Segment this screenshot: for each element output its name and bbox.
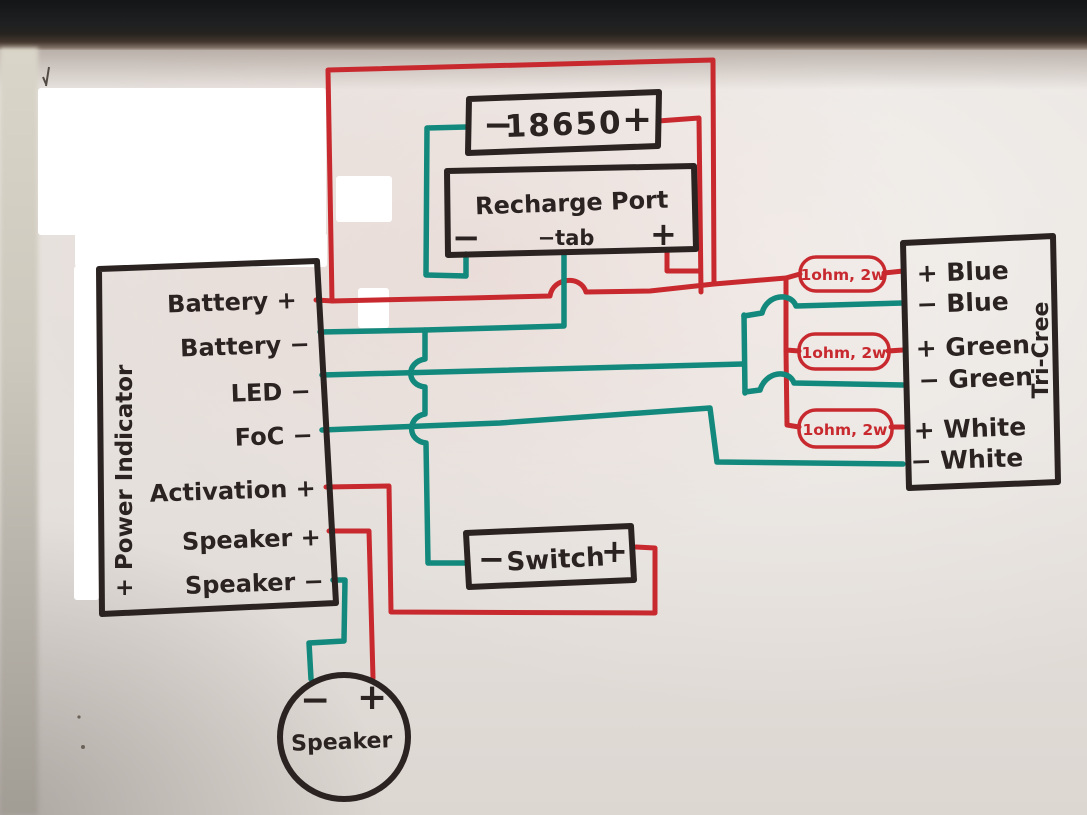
pen-speck (77, 715, 81, 719)
pin-green-neg: − Green (918, 362, 1033, 395)
wall-edge (0, 48, 38, 815)
resistor-r3-label: 1ohm, 2w (802, 421, 887, 439)
battery-neg-terminal: − (483, 105, 513, 146)
erased-patches (38, 88, 392, 600)
erased-patch (75, 233, 327, 267)
recharge-port-box (444, 163, 699, 258)
erased-patch (358, 288, 389, 328)
led-minus-wire (319, 361, 746, 378)
pin-white-pos: + White (913, 412, 1026, 445)
tricree-labels: Tri-Cree + Blue − Blue + Green − Green +… (910, 256, 1054, 476)
pin-white-neg: − White (910, 443, 1023, 476)
resistor-labels: 1ohm, 2w 1ohm, 2w 1ohm, 2w (800, 266, 887, 439)
component-outlines (96, 89, 1061, 802)
pen-speck (81, 745, 85, 749)
activation-switch-wire (323, 483, 658, 616)
battery-box (465, 89, 662, 156)
port-positive-stub (664, 249, 703, 274)
pen-mark (42, 66, 50, 87)
stray-marks (42, 66, 85, 749)
resistor-r1-label: 1ohm, 2w (800, 266, 885, 284)
resistors (797, 255, 894, 449)
soundboard-labels: + Power Indicator Battery + Battery − LE… (112, 286, 324, 600)
resistor-r2 (797, 332, 891, 371)
erased-patch (336, 176, 392, 222)
battery-loop-wire (325, 57, 717, 304)
pin-foc-neg: FoC − (234, 421, 313, 452)
ground-drop-to-switch (408, 327, 468, 566)
foc-white-minus-wire (319, 405, 906, 467)
switch-label: Switch (506, 542, 605, 577)
pin-activation-pos: Activation + (149, 474, 316, 508)
pin-speaker-neg: Speaker − (184, 567, 324, 600)
battery-neg-to-port (423, 124, 469, 279)
photo-top-frame (0, 0, 1087, 50)
switch-box (463, 523, 637, 590)
main-positive-bus (329, 271, 803, 304)
recharge-port-labels: Recharge Port − −tab + (452, 186, 677, 258)
recharge-port-tab: −tab (538, 226, 595, 250)
negative-wires (306, 124, 906, 682)
speaker-neg: − (300, 680, 330, 721)
pin-blue-pos: + Blue (916, 256, 1009, 288)
tricree-side-label: Tri-Cree (1029, 302, 1054, 399)
speaker-positive-wire (326, 528, 376, 681)
led-minus-bus (741, 312, 748, 396)
resistor-r3 (797, 408, 894, 449)
recharge-port-title: Recharge Port (475, 186, 669, 221)
green-minus-wire (742, 371, 906, 395)
tab-ground-wire (317, 251, 567, 335)
frame-shadow (0, 50, 1087, 90)
speaker-label: Speaker (291, 728, 393, 757)
battery-pos-terminal: + (622, 99, 652, 140)
battery-to-port-wire (655, 115, 704, 295)
pin-battery-neg: Battery − (180, 330, 311, 363)
recharge-port-neg: − (452, 218, 481, 258)
erased-patch (38, 88, 326, 235)
pin-led-neg: LED − (230, 377, 311, 408)
pin-blue-neg: − Blue (916, 287, 1009, 319)
recharge-port-pos: + (650, 215, 677, 253)
blue-minus-wire (741, 294, 906, 319)
soundboard-box (96, 258, 339, 617)
switch-labels: − Switch + (478, 532, 628, 578)
soundboard-side-label: + Power Indicator (112, 364, 138, 597)
battery-labels: − 18650 + (483, 99, 652, 146)
tricree-box (900, 233, 1061, 491)
resistor-r2-label: 1ohm, 2w (801, 344, 886, 362)
switch-neg: − (478, 540, 505, 578)
resistor1-to-led (881, 268, 906, 276)
pin-battery-pos: Battery + (167, 286, 298, 319)
speaker-pos: + (357, 677, 387, 718)
speaker-negative-wire (306, 577, 348, 682)
switch-pos: + (601, 532, 628, 570)
positive-wires (313, 57, 906, 681)
pin-green-pos: + Green (915, 330, 1030, 363)
pin-speaker-pos: Speaker + (181, 523, 321, 556)
resistor-r1 (798, 255, 887, 293)
erased-patch (74, 266, 99, 600)
speaker-circle (277, 672, 411, 802)
battery-label: 18650 (504, 105, 623, 145)
speaker-labels: − + Speaker (291, 677, 393, 757)
